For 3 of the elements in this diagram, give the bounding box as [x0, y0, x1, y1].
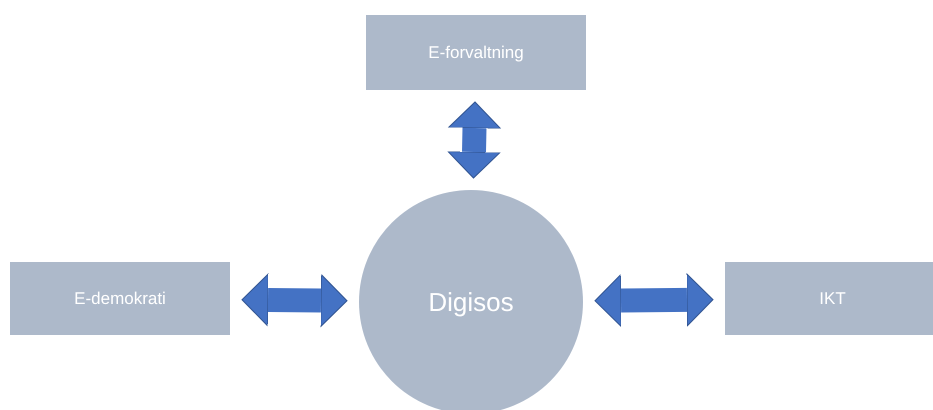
- process-box: IKT: [725, 262, 933, 335]
- process-box: E-demokrati: [10, 262, 230, 335]
- process-box: E-forvaltning: [366, 15, 586, 90]
